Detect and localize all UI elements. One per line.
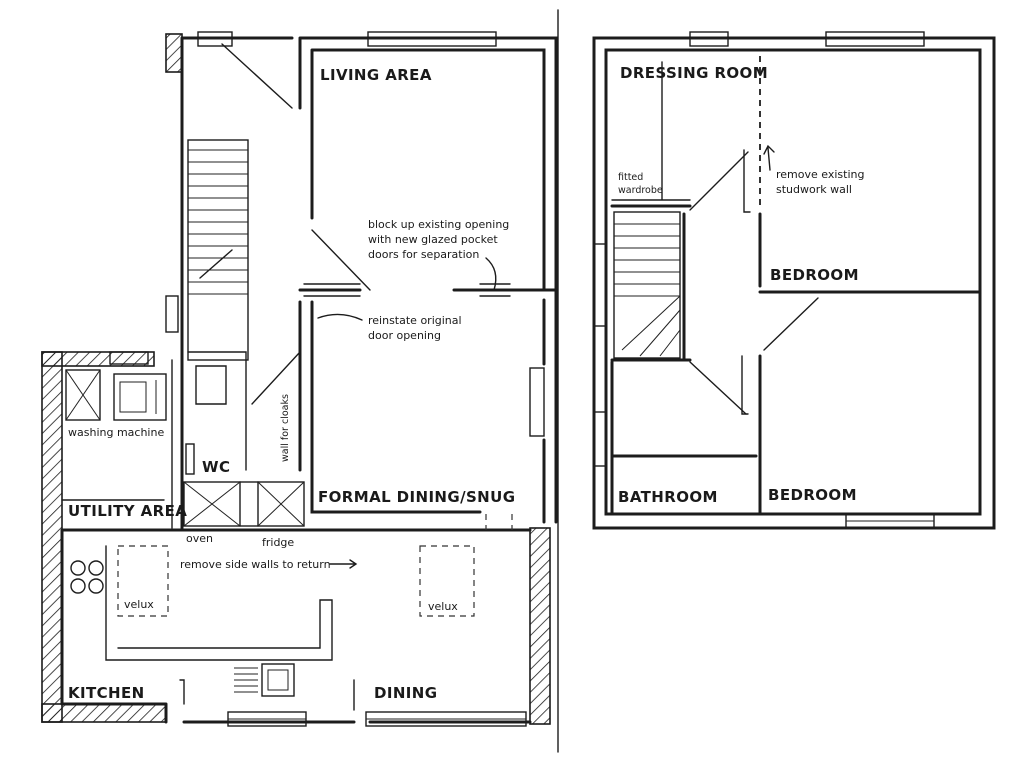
label-fitted-wardrobe-line-2: wardrobe xyxy=(618,185,663,196)
label-wall-for-cloaks: wall for cloaks xyxy=(280,394,291,462)
wall-outline-living xyxy=(298,36,558,524)
door-swing-living xyxy=(311,229,371,291)
utility-partition xyxy=(61,359,173,529)
label-fridge: fridge xyxy=(262,536,294,549)
room-label-bedroom-upper: BEDROOM xyxy=(770,266,859,284)
dashed-opening-snug xyxy=(485,514,513,530)
window-kitchen-bottom xyxy=(227,711,307,727)
window-utility xyxy=(109,351,149,365)
window-living-top xyxy=(367,31,497,47)
label-oven: oven xyxy=(186,532,213,545)
label-washing-machine: washing machine xyxy=(68,426,164,439)
room-label-living-area: LIVING AREA xyxy=(320,66,432,84)
door-swing-reinstate xyxy=(251,351,301,405)
kitchen-sink xyxy=(234,663,295,697)
hatched-wall-kitchen-bottom xyxy=(41,703,167,723)
label-velux-right: velux xyxy=(428,600,458,613)
wc-toilet xyxy=(185,443,195,475)
label-fitted-wardrobe-line-1: fitted xyxy=(618,172,643,183)
window-stair-side xyxy=(593,243,607,327)
fitted-wardrobe-lines xyxy=(611,61,691,201)
wall-kitchen-bottom-thin xyxy=(179,679,355,711)
utility-sink xyxy=(113,373,167,421)
hatched-wall-utility-top xyxy=(41,351,155,367)
room-label-bathroom: BATHROOM xyxy=(618,488,718,506)
leader-remove-side-walls xyxy=(329,559,358,569)
note-reinstate-line-2: door opening xyxy=(368,329,441,342)
kitchen-hob xyxy=(70,560,104,594)
note-reinstate-line-1: reinstate original xyxy=(368,314,462,327)
door-pocket-left xyxy=(303,283,361,297)
oven-fridge-units xyxy=(183,481,305,527)
note-block-up-line-3: doors for separation xyxy=(368,248,479,261)
wall-first-inner xyxy=(604,48,982,516)
note-block-up-line-2: with new glazed pocket xyxy=(368,233,498,246)
label-velux-left: velux xyxy=(124,598,154,611)
door-swing-bedroom xyxy=(763,297,819,351)
first-floor-plan xyxy=(592,31,996,530)
door-swing-bathroom xyxy=(689,361,747,415)
hatched-wall-top-left xyxy=(165,33,183,73)
leader-studwork xyxy=(763,144,775,171)
velux-right-outline xyxy=(419,545,475,617)
washing-machine-unit xyxy=(65,369,101,421)
room-label-bedroom-lower: BEDROOM xyxy=(768,486,857,504)
staircase-ground xyxy=(187,139,249,361)
window-hall-side xyxy=(165,295,179,333)
room-label-dining: DINING xyxy=(374,684,437,702)
hatched-wall-utility-left xyxy=(41,351,63,723)
door-swing-hall xyxy=(221,43,293,109)
hall-cupboard xyxy=(187,351,247,471)
staircase-first xyxy=(613,211,681,359)
room-label-dressing-room: DRESSING ROOM xyxy=(620,64,768,82)
note-remove-side-walls: remove side walls to return xyxy=(180,558,331,571)
window-bath-side xyxy=(593,411,607,467)
door-swing-studwork xyxy=(689,151,749,211)
ground-floor-plan xyxy=(41,31,558,727)
window-dining-bottom xyxy=(365,711,527,727)
room-label-kitchen: KITCHEN xyxy=(68,684,145,702)
room-label-formal-dining-snug: FORMAL DINING/SNUG xyxy=(318,488,515,506)
note-remove-studwork-line-1: remove existing xyxy=(776,168,864,181)
hatched-wall-dining-right xyxy=(529,527,551,725)
kitchen-worktop xyxy=(105,545,333,661)
window-hall-top xyxy=(197,31,233,47)
room-label-wc: WC xyxy=(202,458,230,476)
wall-living-inner xyxy=(310,48,546,292)
wall-first-outer xyxy=(592,36,996,530)
room-label-utility-area: UTILITY AREA xyxy=(68,502,187,520)
velux-left-outline xyxy=(117,545,169,617)
note-block-up-line-1: block up existing opening xyxy=(368,218,509,231)
leader-reinstate xyxy=(317,313,363,321)
door-jamb-right xyxy=(741,149,751,415)
wall-kitchen-outline xyxy=(60,528,532,724)
window-snug-right xyxy=(529,367,545,437)
leader-block-up xyxy=(485,257,497,291)
wall-bathroom xyxy=(610,360,758,516)
window-bedroom-top xyxy=(825,31,925,47)
window-bedroom-bottom xyxy=(845,513,935,529)
wall-outline-hall xyxy=(180,36,294,530)
note-remove-studwork-line-2: studwork wall xyxy=(776,183,852,196)
window-dressing-top xyxy=(689,31,729,47)
wall-snug-left xyxy=(298,300,482,514)
wall-stair-landing xyxy=(610,204,692,362)
